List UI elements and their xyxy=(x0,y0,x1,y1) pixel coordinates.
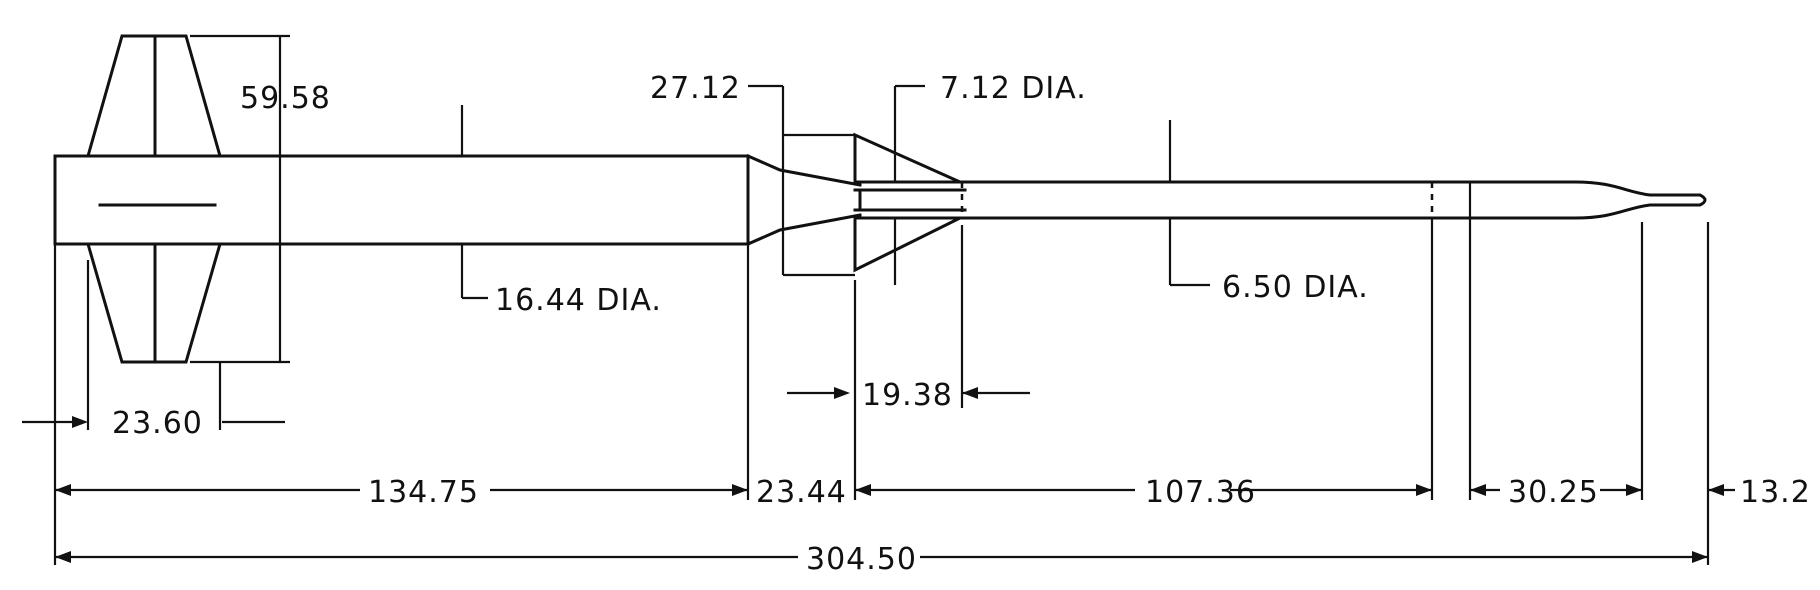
dim-dart-diameter: 7.12 DIA. xyxy=(893,71,1087,285)
interstage-length-label: 23.44 xyxy=(756,475,847,510)
booster-diameter-label: 16.44 DIA. xyxy=(495,283,662,318)
dart-lower-fin xyxy=(853,216,961,273)
nose-section-length-label: 30.25 xyxy=(1508,475,1599,510)
sustainer-diameter-label: 6.50 DIA. xyxy=(1222,270,1369,305)
booster-taper-bottom xyxy=(746,213,862,246)
dim-fin-chord: 23.60 xyxy=(22,260,285,441)
dart-upper-fin xyxy=(853,132,961,184)
booster-body xyxy=(53,154,862,246)
booster-taper-top xyxy=(746,154,862,187)
dart-fin-label: 27.12 xyxy=(650,71,741,106)
dim-dart-fin-chord: 19.38 xyxy=(787,225,1030,413)
dim-sustainer-diameter: 6.50 DIA. xyxy=(1168,120,1369,305)
extension-lines xyxy=(53,218,1710,565)
sustainer-length-label: 107.36 xyxy=(1145,475,1256,510)
overall-length-label: 304.50 xyxy=(806,542,917,577)
dim-dart-fin: 27.12 xyxy=(650,71,855,277)
sustainer-body xyxy=(958,180,1707,220)
fin-span-label: 59.58 xyxy=(240,81,331,116)
booster-upper-fin xyxy=(86,34,222,158)
fin-chord-label: 23.60 xyxy=(112,406,203,441)
booster-length-label: 134.75 xyxy=(368,475,479,510)
dart-fin-chord-label: 19.38 xyxy=(862,378,953,413)
dim-overall-length: 304.50 xyxy=(55,542,1708,577)
dart-fins xyxy=(853,132,967,273)
dim-booster-diameter: 16.44 DIA. xyxy=(460,105,662,318)
dim-row-sections: 134.75 23.44 107.36 30.25 13.2 xyxy=(55,475,1811,510)
dart-diameter-label: 7.12 DIA. xyxy=(940,71,1087,106)
booster-fins xyxy=(86,34,222,364)
dim-fin-span: 59.58 xyxy=(190,34,331,364)
sustainer-nose xyxy=(1573,180,1707,220)
booster-tube xyxy=(53,154,750,246)
booster-lower-fin xyxy=(86,242,222,364)
tip-length-label: 13.2 xyxy=(1740,475,1811,510)
